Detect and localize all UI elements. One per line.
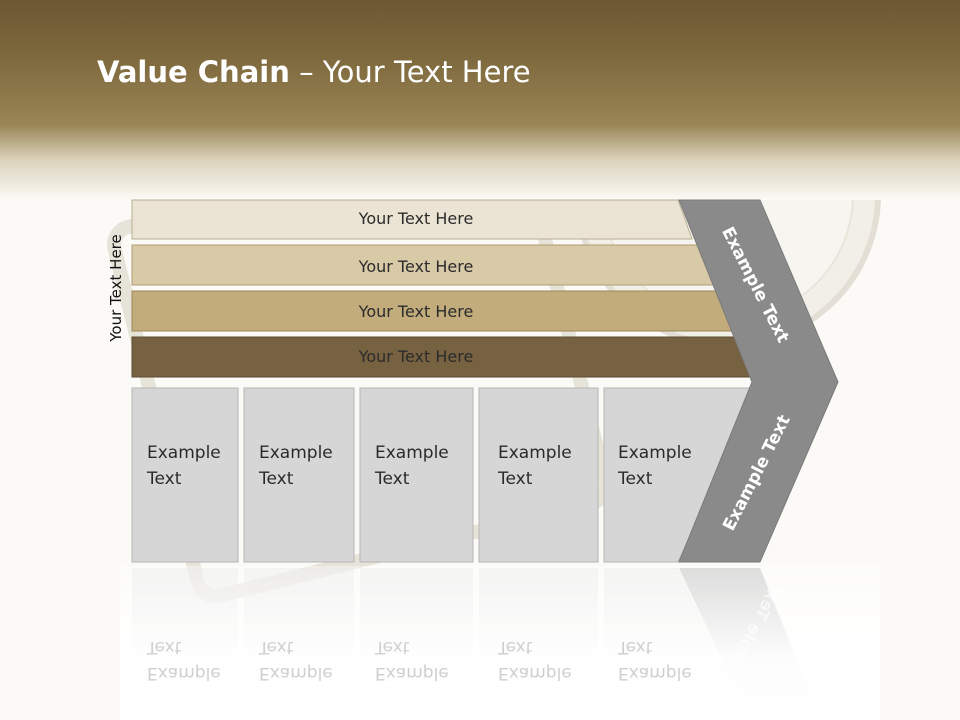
box-4 bbox=[478, 387, 599, 563]
box-2 bbox=[243, 387, 355, 563]
bar-4-label: Your Text Here bbox=[358, 347, 474, 366]
bar-2-label: Your Text Here bbox=[358, 257, 474, 276]
page-title: Value Chain – Your Text Here bbox=[97, 55, 531, 89]
bar-3-label: Your Text Here bbox=[358, 302, 474, 321]
bar-1 bbox=[131, 199, 693, 240]
box-4-label: Example Text bbox=[498, 443, 572, 489]
box-1 bbox=[131, 387, 239, 563]
header-band bbox=[0, 0, 960, 200]
box-3 bbox=[359, 387, 474, 563]
box-5-reflection: Example Text bbox=[618, 637, 692, 683]
bar-1-label: Your Text Here bbox=[358, 209, 474, 228]
box-4-reflection: Example Text bbox=[498, 637, 572, 683]
chevron-arrow bbox=[678, 199, 839, 563]
box-1-reflection: Example Text bbox=[147, 637, 221, 683]
box-5-label: Example Text bbox=[618, 443, 692, 489]
box-5 bbox=[603, 387, 761, 563]
box-3-label: Example Text bbox=[375, 443, 449, 489]
box-2-reflection: Example Text bbox=[259, 637, 333, 683]
box-2-label: Example Text bbox=[259, 443, 333, 489]
box-1-label: Example Text bbox=[147, 443, 221, 489]
box-3-reflection: Example Text bbox=[375, 637, 449, 683]
